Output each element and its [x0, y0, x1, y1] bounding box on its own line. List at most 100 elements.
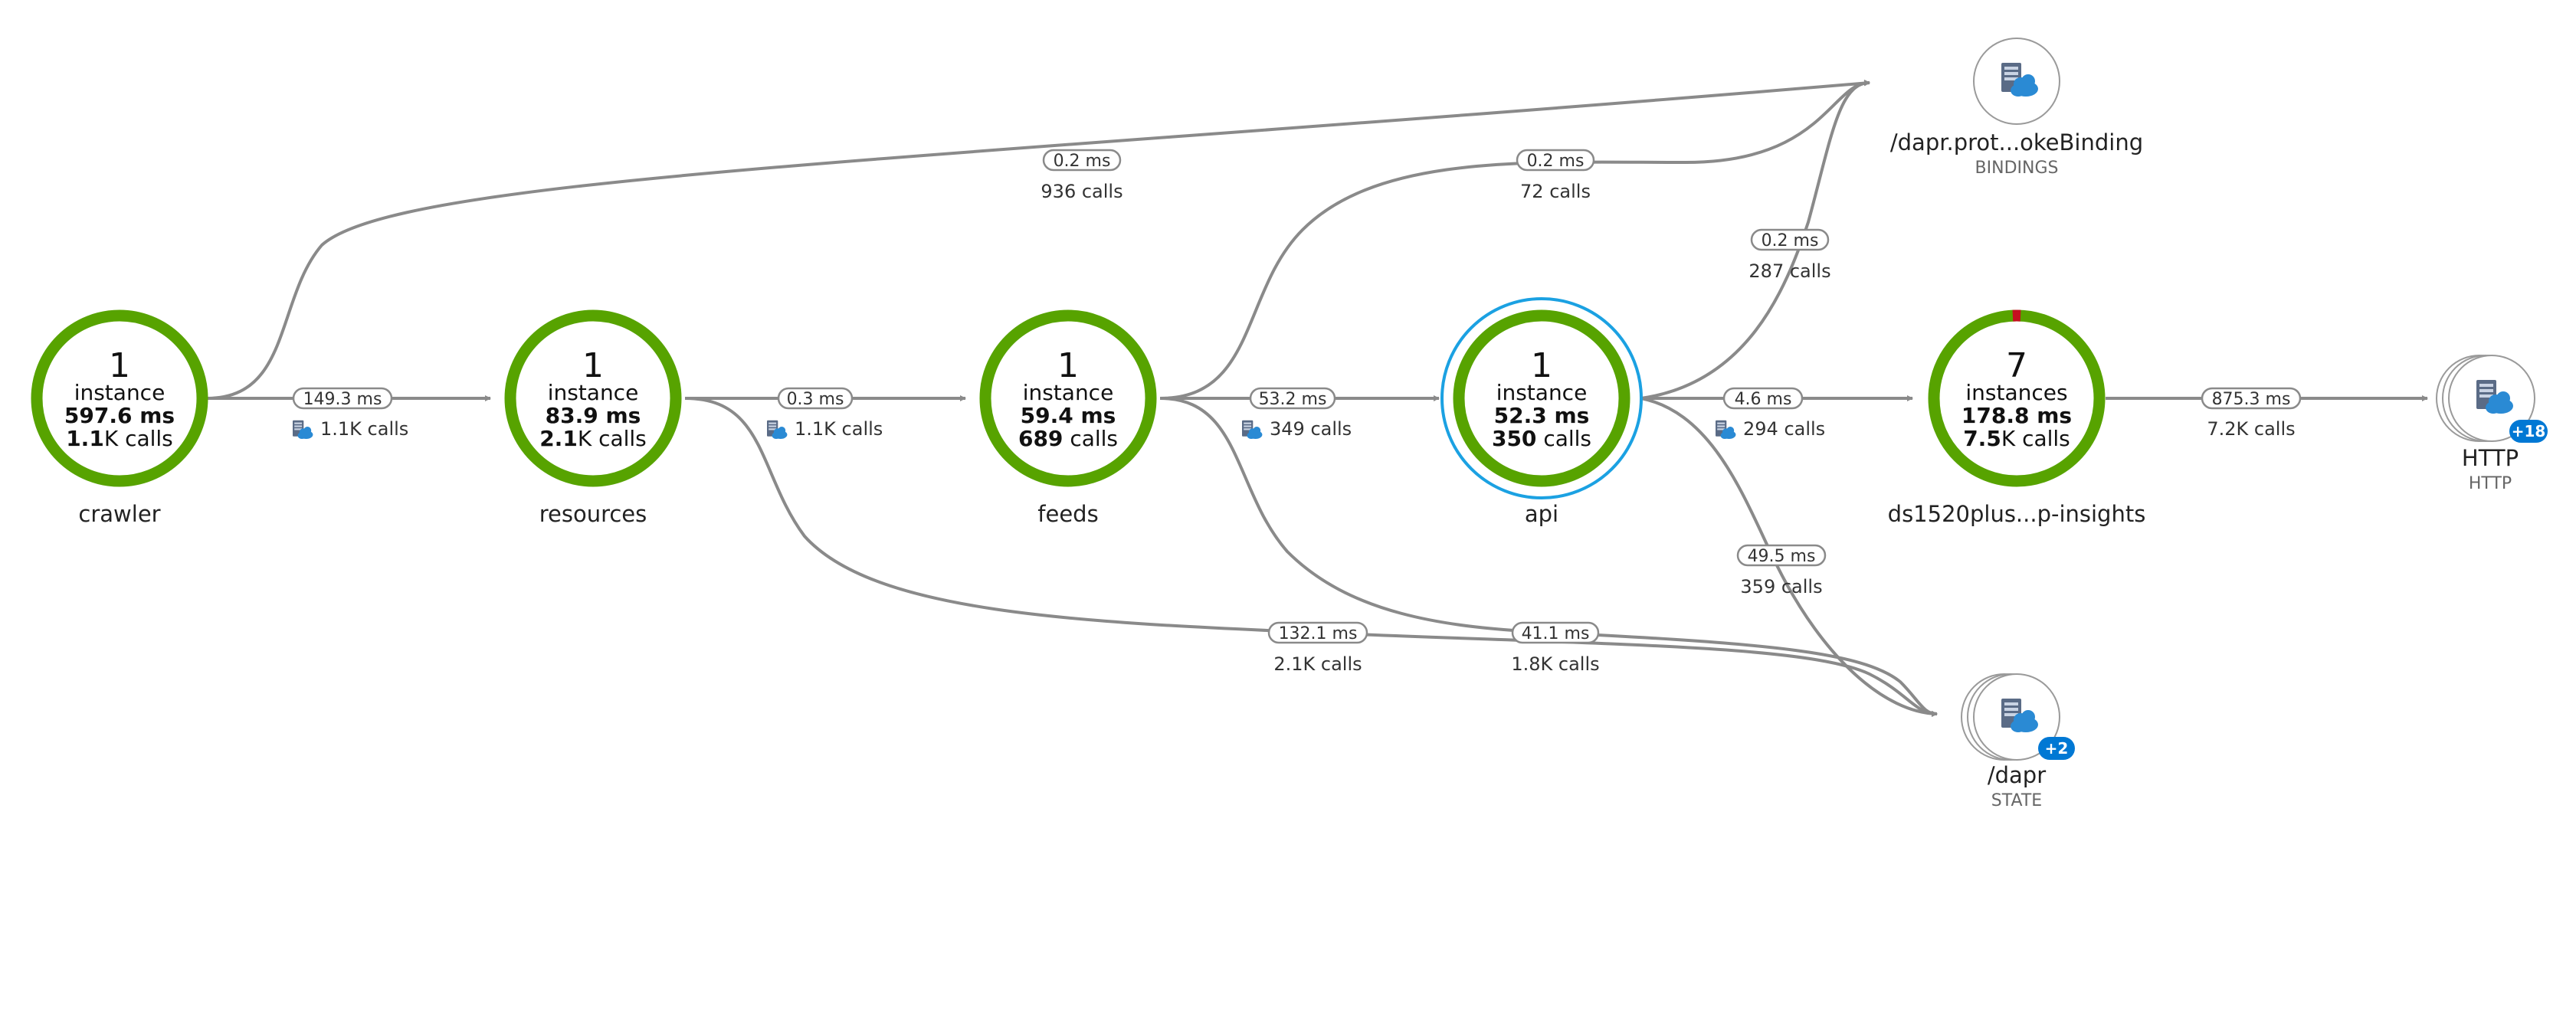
- edge-path: [206, 80, 1870, 400]
- edge-duration: 49.5 ms: [1748, 547, 1816, 566]
- edge-api-ds1520[interactable]: 4.6 ms 294 calls: [1641, 387, 1913, 440]
- edge-duration-pill: [1750, 228, 1830, 251]
- node-calls-value: 2.1: [539, 426, 578, 451]
- edge-feeds-bindings[interactable]: 0.2 ms 72 calls: [1159, 80, 1870, 400]
- node-calls-unit: K calls: [578, 426, 647, 451]
- edge-path: [1159, 397, 1938, 717]
- edge-duration: 0.2 ms: [1527, 152, 1585, 171]
- edge-feeds-state[interactable]: 41.1 ms 1.8K calls: [1159, 397, 1938, 717]
- edge-calls: 2.1K calls: [1273, 653, 1362, 675]
- edge-path: [1159, 80, 1870, 400]
- edge-duration-pill: [1516, 149, 1595, 172]
- edge-duration: 53.2 ms: [1259, 390, 1327, 409]
- edge-calls: 72 calls: [1520, 181, 1591, 202]
- dependency-type: BINDINGS: [1975, 159, 2059, 178]
- dependency-type: STATE: [1991, 791, 2042, 810]
- edge-ds1520-http[interactable]: 875.3 ms 7.2K calls: [2106, 387, 2428, 440]
- dependency-name: /dapr.prot...okeBinding: [1890, 129, 2143, 155]
- node-calls: 2.1K calls: [539, 426, 647, 451]
- edge-duration-pill: [1736, 544, 1827, 567]
- dependency-name: HTTP: [2462, 445, 2519, 471]
- dependency-bindings[interactable]: /dapr.prot...okeBinding BINDINGS: [1890, 38, 2143, 178]
- edge-duration: 149.3 ms: [303, 390, 382, 409]
- edge-duration: 875.3 ms: [2212, 390, 2291, 409]
- edge-calls: 1.1K calls: [320, 418, 408, 440]
- node-crawler[interactable]: 1 instance 597.6 ms 1.1K calls crawler: [31, 309, 208, 527]
- edge-crawler-resources[interactable]: 149.3 ms 1.1K calls: [207, 387, 491, 440]
- edge-api-bindings[interactable]: 0.2 ms 287 calls: [1640, 80, 1870, 400]
- nodes-layer: 1 instance 597.6 ms 1.1K calls crawler 1…: [31, 297, 2146, 527]
- edge-crawler-bindings[interactable]: 0.2 ms 936 calls: [206, 80, 1870, 400]
- edge-resources-feeds[interactable]: 0.3 ms 1.1K calls: [685, 387, 966, 440]
- dependency-type: HTTP: [2469, 474, 2512, 493]
- node-calls: 350 calls: [1492, 426, 1591, 451]
- node-calls: 689 calls: [1018, 426, 1118, 451]
- edge-duration: 41.1 ms: [1522, 624, 1590, 643]
- node-duration: 597.6 ms: [64, 403, 175, 428]
- dependency-count-badge-text: +2: [2045, 739, 2069, 758]
- node-duration: 59.4 ms: [1021, 403, 1116, 428]
- edge-duration-pill: [1267, 621, 1368, 644]
- edges-layer: 149.3 ms 1.1K calls 0.3 ms 1.1K calls 53…: [206, 80, 2428, 717]
- node-instance-count: 7: [2006, 346, 2027, 385]
- edge-duration: 0.2 ms: [1762, 231, 1819, 250]
- dependency-count-badge: [2509, 420, 2548, 443]
- edge-calls: 287 calls: [1748, 260, 1830, 282]
- node-calls-unit: K calls: [2001, 426, 2070, 451]
- edge-calls: 1.8K calls: [1511, 653, 1599, 675]
- edge-calls: 359 calls: [1740, 576, 1822, 597]
- node-instance-count: 1: [109, 346, 130, 385]
- node-name: ds1520plus...p-insights: [1888, 501, 2146, 527]
- node-api[interactable]: 1 instance 52.3 ms 350 calls api: [1440, 297, 1643, 527]
- edge-resources-state[interactable]: 132.1 ms 2.1K calls: [684, 397, 1938, 717]
- node-health-ring: [1453, 309, 1630, 487]
- edge-duration-pill: [1511, 621, 1600, 644]
- node-name: feeds: [1037, 501, 1098, 527]
- dependencies-layer: /dapr.prot...okeBinding BINDINGS +18 HTT…: [1890, 38, 2548, 810]
- node-health-ring: [504, 309, 682, 487]
- node-health-ring: [31, 309, 208, 487]
- edge-calls: 294 calls: [1743, 418, 1825, 440]
- node-feeds[interactable]: 1 instance 59.4 ms 689 calls feeds: [979, 309, 1157, 527]
- node-instance-count: 1: [1057, 346, 1079, 385]
- edge-duration-pill: [777, 387, 854, 410]
- node-instance-unit: instance: [1496, 380, 1588, 405]
- node-instance-count: 1: [582, 346, 604, 385]
- service-dependency-icon: [293, 420, 313, 439]
- node-instance-unit: instance: [1023, 380, 1114, 405]
- dependency-state[interactable]: +2 /dapr STATE: [1961, 673, 2075, 810]
- node-calls: 1.1K calls: [66, 426, 173, 451]
- dependency-count-badge: [2038, 737, 2075, 760]
- edge-calls: 7.2K calls: [2207, 418, 2295, 440]
- node-calls-value: 1.1: [66, 426, 104, 451]
- edge-path: [1640, 397, 1938, 717]
- edge-calls: 1.1K calls: [795, 418, 883, 440]
- node-ds1520[interactable]: 7 instances 178.8 ms 7.5K calls ds1520pl…: [1888, 309, 2146, 527]
- node-name: api: [1525, 501, 1558, 527]
- node-duration: 83.9 ms: [546, 403, 641, 428]
- node-name: crawler: [78, 501, 160, 527]
- service-dependency-icon: [1716, 420, 1736, 439]
- edge-duration: 4.6 ms: [1735, 390, 1792, 409]
- node-resources[interactable]: 1 instance 83.9 ms 2.1K calls resources: [504, 309, 682, 527]
- node-calls: 7.5K calls: [1963, 426, 2070, 451]
- node-error-arc: [1928, 309, 2106, 487]
- edge-feeds-api[interactable]: 53.2 ms 349 calls: [1160, 387, 1440, 440]
- edge-duration: 132.1 ms: [1279, 624, 1358, 643]
- node-calls-value: 7.5: [1963, 426, 2001, 451]
- dependency-http[interactable]: +18 HTTP HTTP: [2436, 355, 2548, 493]
- edge-path: [684, 397, 1938, 717]
- node-calls-value: 689: [1018, 426, 1063, 451]
- node-calls-value: 350: [1492, 426, 1536, 451]
- node-name: resources: [539, 501, 647, 527]
- node-duration: 52.3 ms: [1494, 403, 1590, 428]
- edge-api-state[interactable]: 49.5 ms 359 calls: [1640, 397, 1938, 717]
- service-dependency-icon: [767, 420, 788, 439]
- service-dependency-icon: [1242, 420, 1263, 439]
- node-instance-count: 1: [1531, 346, 1552, 385]
- edge-duration: 0.3 ms: [787, 390, 844, 409]
- node-calls-unit: calls: [1536, 426, 1591, 451]
- node-instance-unit: instance: [74, 380, 166, 405]
- dependency-count-badge-text: +18: [2512, 422, 2546, 440]
